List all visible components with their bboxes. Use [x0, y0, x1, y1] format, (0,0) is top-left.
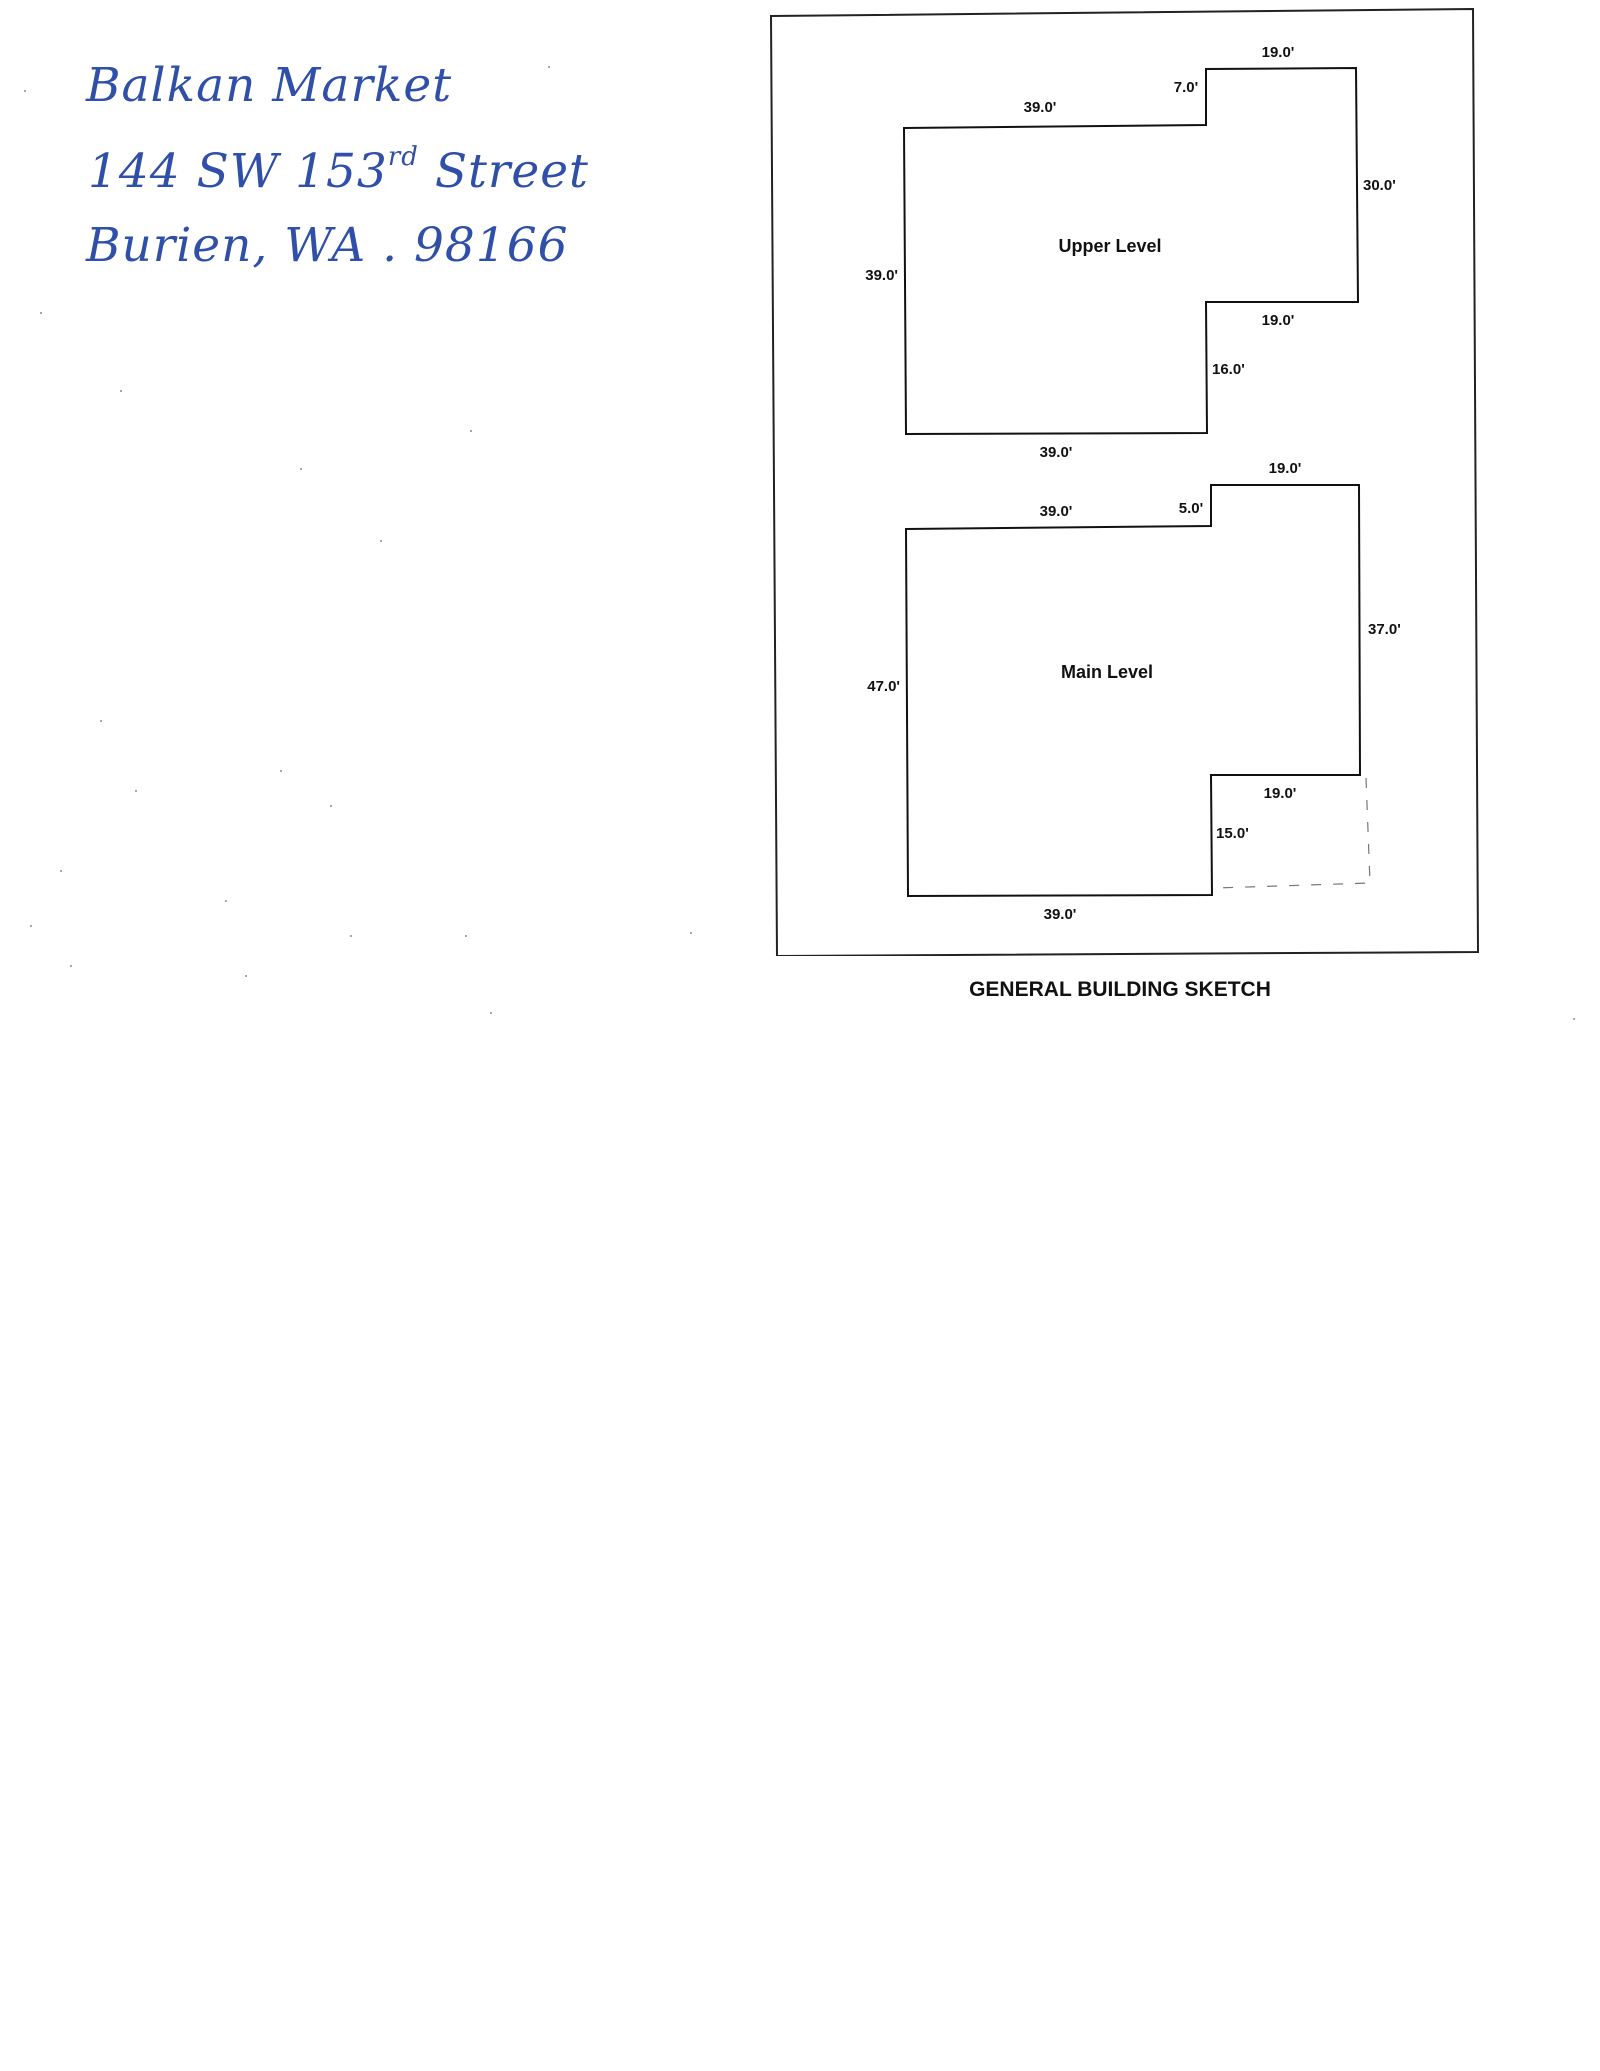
street-ordinal-suffix: rd — [387, 142, 419, 172]
main-dim-right: 37.0' — [1368, 621, 1401, 638]
sketch-frame — [770, 8, 1480, 956]
upper-dim-bottom: 39.0' — [1040, 444, 1073, 461]
upper-dim-right: 30.0' — [1363, 177, 1396, 194]
sketch-caption: GENERAL BUILDING SKETCH — [969, 978, 1271, 1001]
main-dim-top-left: 39.0' — [1040, 503, 1073, 520]
scan-speck — [470, 430, 472, 432]
main-level-dashed-outline — [1215, 777, 1371, 889]
city-state-zip: Burien, WA . 98166 — [86, 218, 569, 273]
main-dim-inner-vertical: 15.0' — [1216, 825, 1249, 842]
upper-dim-inner-bottom: 19.0' — [1262, 312, 1295, 329]
scan-speck — [40, 312, 42, 314]
scan-speck — [380, 540, 382, 542]
scan-speck — [135, 790, 137, 792]
scan-speck — [350, 935, 352, 937]
scan-speck — [30, 925, 32, 927]
upper-dim-top-right: 19.0' — [1262, 44, 1295, 61]
main-level-outline — [904, 484, 1362, 898]
street-address: 144 SW 153rd Street — [88, 144, 589, 195]
scan-speck — [548, 66, 550, 68]
street-address-number: 144 SW 153 — [88, 144, 388, 199]
scan-speck — [300, 468, 302, 470]
upper-level-outline — [902, 66, 1360, 436]
upper-dim-inner-vertical: 16.0' — [1212, 361, 1245, 378]
upper-dim-left: 39.0' — [865, 267, 898, 284]
scan-speck — [465, 935, 467, 937]
scan-speck — [120, 390, 122, 392]
street-address-name: Street — [418, 144, 589, 199]
main-dim-inner-bottom: 19.0' — [1264, 785, 1297, 802]
scan-speck — [70, 965, 72, 967]
scan-speck — [1573, 1018, 1575, 1020]
scan-speck — [245, 975, 247, 977]
upper-level-label: Upper Level — [1058, 236, 1161, 256]
scan-speck — [24, 90, 26, 92]
main-dim-bottom: 39.0' — [1044, 906, 1077, 923]
main-dim-top-right: 19.0' — [1269, 460, 1302, 477]
scan-speck — [225, 900, 227, 902]
scan-speck — [100, 720, 102, 722]
scan-speck — [60, 870, 62, 872]
scan-speck — [490, 1012, 492, 1014]
main-dim-step: 5.0' — [1179, 500, 1203, 517]
scan-speck — [690, 932, 692, 934]
main-level-label: Main Level — [1061, 662, 1153, 682]
upper-dim-step: 7.0' — [1174, 79, 1198, 96]
scan-speck — [330, 805, 332, 807]
main-dim-left: 47.0' — [867, 678, 900, 695]
business-name: Balkan Market — [86, 58, 453, 113]
scan-speck — [280, 770, 282, 772]
building-sketch-svg: 39.0' 7.0' 19.0' 30.0' 19.0' 16.0' 39.0'… — [770, 8, 1480, 956]
upper-dim-top-left: 39.0' — [1024, 99, 1057, 116]
building-sketch: 39.0' 7.0' 19.0' 30.0' 19.0' 16.0' 39.0'… — [770, 8, 1480, 956]
